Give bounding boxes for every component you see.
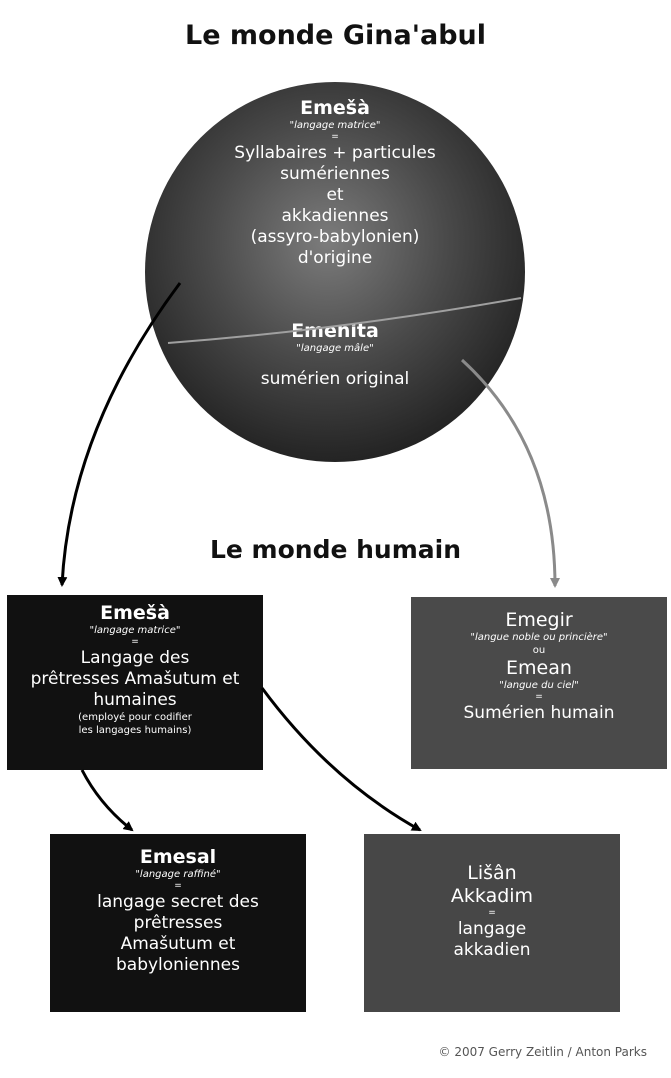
arrow-sphere-to-emegir (460, 358, 560, 588)
box-subtitle-2: "langue du ciel" (499, 680, 579, 691)
emesal-box: Emesal "langage raffiné" = langage secre… (50, 834, 306, 1012)
sphere-top-line: d'origine (297, 248, 373, 268)
sphere-top-section: Emešà "langage matrice" = Syllabaires + … (145, 97, 525, 269)
box-line: Amašutum et (120, 934, 236, 954)
box-line: langage (457, 919, 527, 939)
box-subtitle: "langue noble ou princière" (470, 632, 608, 643)
sphere-top-line: akkadiennes (281, 206, 389, 226)
emenita-heading: Emenita (291, 320, 379, 342)
main-title: Le monde Gina'abul (184, 20, 486, 51)
equals-sign: = (131, 637, 139, 647)
box-heading: Akkadim (450, 885, 534, 907)
arrow-sphere-to-emesa (57, 282, 182, 587)
equals-sign: = (488, 908, 496, 918)
box-body: Sumérien humain (463, 703, 615, 723)
sphere-top-line: Syllabaires + particules (234, 143, 436, 163)
box-heading: Emešà (100, 602, 170, 624)
sphere-top-line: (assyro-babylonien) (250, 227, 420, 247)
or-label: ou (532, 645, 546, 656)
box-heading: Emegir (505, 609, 573, 631)
box-note: (employé pour codifier (78, 712, 192, 723)
emesa-box: Emešà "langage matrice" = Langage des pr… (7, 595, 263, 770)
box-line: babyloniennes (115, 955, 240, 975)
lisan-akkadim-box: Lišân Akkadim = langage akkadien (364, 834, 620, 1012)
arrow-emesa-to-emesal (80, 769, 134, 832)
equals-sign: = (174, 881, 182, 891)
box-line: langage secret des (97, 892, 259, 912)
box-line: humaines (93, 690, 177, 710)
emenita-body: sumérien original (260, 369, 410, 389)
equals-sign: = (535, 692, 543, 702)
equals-sign: = (331, 132, 339, 142)
box-heading: Emesal (139, 846, 217, 868)
sphere-top-line: et (326, 185, 344, 205)
copyright-notice: © 2007 Gerry Zeitlin / Anton Parks (438, 1045, 647, 1059)
box-heading: Lišân (467, 862, 517, 884)
box-subtitle: "langage raffiné" (135, 869, 221, 880)
emegir-box: Emegir "langue noble ou princière" ou Em… (411, 597, 667, 769)
box-line: Langage des (80, 648, 190, 668)
emesa-subtitle: "langage matrice" (289, 120, 381, 131)
sphere-top-line: sumériennes (280, 164, 390, 184)
box-heading-2: Emean (506, 657, 572, 679)
emesa-heading: Emešà (300, 97, 370, 119)
gina-abul-sphere: Emešà "langage matrice" = Syllabaires + … (145, 82, 525, 462)
box-line: akkadien (453, 940, 531, 960)
sphere-bottom-section: Emenita "langage mâle" sumérien original (145, 320, 525, 390)
human-world-title: Le monde humain (209, 535, 462, 564)
emenita-subtitle: "langage mâle" (296, 343, 374, 354)
box-line: prêtresses Amašutum et (30, 669, 240, 689)
box-subtitle: "langage matrice" (89, 625, 181, 636)
sphere-divider (167, 297, 522, 344)
box-line: prêtresses (133, 913, 223, 933)
arrow-emesa-to-lisan (260, 687, 422, 832)
box-note: les langages humains) (78, 725, 192, 736)
